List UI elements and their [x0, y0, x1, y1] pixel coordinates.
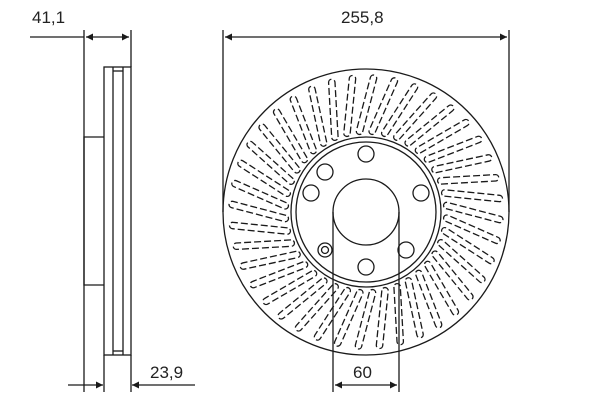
vane-slot	[228, 200, 290, 223]
vane-slot	[431, 250, 474, 301]
vane-slot	[262, 269, 318, 306]
vane-slot	[228, 221, 292, 235]
bolt-hole	[412, 184, 430, 202]
vane-slot	[249, 260, 309, 289]
vane-slot	[231, 179, 290, 210]
vane-slot	[327, 78, 339, 141]
vane-slot	[333, 288, 364, 347]
vane-slot	[431, 154, 493, 174]
vane-slot	[380, 83, 419, 138]
vane-slot	[440, 189, 504, 203]
min-thickness-label: 23,9	[150, 363, 184, 382]
vane-slot	[308, 85, 328, 147]
friction-ring-inner-edge	[290, 136, 442, 288]
vane-slot	[239, 250, 301, 270]
vane-slot	[355, 74, 378, 136]
vane-slot	[404, 277, 424, 339]
hat-outer-edge	[295, 141, 437, 283]
vane-slot	[375, 286, 389, 350]
center-bore	[332, 178, 400, 246]
bolt-hole	[357, 258, 375, 276]
vane-slot	[313, 286, 352, 341]
disc-ring-outline	[103, 66, 132, 356]
vane-slot	[437, 173, 500, 185]
vane-slot	[294, 283, 339, 332]
vane-slot	[368, 77, 399, 136]
cooling-vanes	[228, 74, 504, 350]
vane-slot	[393, 283, 405, 346]
vane-slot	[246, 140, 295, 185]
thickness-label: 41,1	[32, 8, 66, 27]
bolt-hole	[302, 184, 320, 202]
vane-slot	[289, 95, 318, 155]
vane-slot	[414, 118, 470, 155]
vane-slot	[423, 135, 483, 164]
vane-slot	[414, 269, 443, 329]
diameter-label: 255,8	[341, 8, 384, 27]
vane-slot	[272, 108, 309, 164]
vane-slot	[423, 260, 460, 316]
vane-slot	[237, 159, 292, 198]
vane-slot	[440, 226, 495, 265]
bolt-hole	[397, 241, 415, 259]
centering-diameter-label: 60	[353, 363, 372, 382]
vane-slot	[442, 201, 504, 224]
hat-section	[83, 136, 104, 286]
vane-slot	[437, 239, 486, 284]
front-view	[222, 30, 510, 392]
disc-outer-edge	[222, 68, 510, 356]
vane-slot	[393, 92, 438, 141]
vane-slot	[343, 74, 357, 138]
vane-slot	[404, 104, 455, 147]
bolt-hole	[357, 145, 375, 163]
vane-slot	[232, 239, 295, 251]
bolt-holes	[302, 145, 430, 276]
vane-slot	[354, 288, 377, 350]
locating-hole-inner	[320, 245, 330, 255]
bolt-hole	[316, 163, 334, 181]
vane-slot	[442, 214, 501, 245]
locating-hole-outer	[317, 242, 333, 258]
side-view	[30, 30, 195, 392]
vane-slot	[277, 277, 328, 320]
vane-slot	[258, 123, 301, 174]
